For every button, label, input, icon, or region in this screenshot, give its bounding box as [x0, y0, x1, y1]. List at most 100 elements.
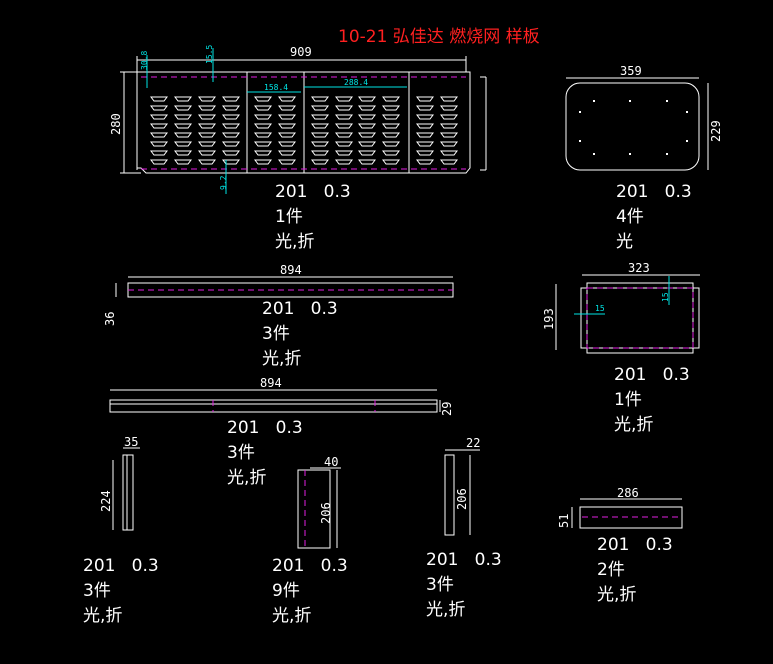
spec: 201 0.3 [616, 182, 692, 202]
slot [358, 159, 376, 165]
finish: 光,折 [262, 349, 302, 369]
slot [254, 96, 272, 102]
bracket-35-224-drawing: 35 224 [99, 435, 140, 531]
bracket-40-206-drawing: 40 206 [297, 455, 341, 549]
spec: 201 0.3 [83, 556, 159, 576]
main-panel-drawing: 909 280 158.4 288.4 30.8 15.5 9.2 [109, 45, 487, 194]
slot [335, 132, 353, 138]
slot [254, 123, 272, 129]
slot [222, 123, 240, 129]
slot [222, 132, 240, 138]
slot [382, 123, 400, 129]
slot [311, 105, 329, 111]
slot [198, 159, 216, 165]
slot [174, 123, 192, 129]
slot [254, 132, 272, 138]
slot [311, 123, 329, 129]
slot [222, 105, 240, 111]
dim-288-4: 288.4 [344, 78, 368, 87]
slot [440, 105, 458, 111]
slot [150, 132, 168, 138]
dim-894: 894 [280, 263, 302, 277]
slot [222, 96, 240, 102]
slot [174, 159, 192, 165]
slot [335, 114, 353, 120]
dim-280: 280 [109, 113, 123, 135]
slot [335, 159, 353, 165]
slot [440, 96, 458, 102]
dim-22: 22 [466, 436, 480, 450]
slot [358, 132, 376, 138]
slot [254, 150, 272, 156]
slot [278, 141, 296, 147]
slot [311, 96, 329, 102]
dim-15-left: 15 [595, 304, 605, 313]
slot [222, 114, 240, 120]
slot [440, 123, 458, 129]
slot [440, 132, 458, 138]
spec: 201 0.3 [597, 535, 673, 555]
slot [278, 150, 296, 156]
slot [222, 159, 240, 165]
dim-206-b: 206 [455, 488, 469, 510]
slot [358, 96, 376, 102]
slot [150, 114, 168, 120]
dim-30-8: 30.8 [140, 51, 149, 70]
finish: 光 [616, 232, 633, 252]
part-label-strip-894-36: 201 0.3 3件光,折 [262, 297, 338, 372]
slot [150, 96, 168, 102]
slot [416, 141, 434, 147]
slot [174, 96, 192, 102]
slot [278, 96, 296, 102]
dim-193: 193 [542, 308, 556, 330]
finish: 光,折 [83, 606, 123, 626]
rounded-plate-drawing: 359 229 [565, 64, 723, 171]
dim-323: 323 [628, 261, 650, 275]
slot [335, 123, 353, 129]
slot [335, 141, 353, 147]
dim-894-b: 894 [260, 376, 282, 390]
qty: 1件 [275, 207, 303, 227]
drawing-title: 10-21 弘佳达 燃烧网 样板 [338, 27, 540, 47]
slot [278, 105, 296, 111]
finish: 光,折 [597, 585, 637, 605]
dim-224: 224 [99, 490, 113, 512]
slot [150, 159, 168, 165]
dim-909: 909 [290, 45, 312, 59]
slot [358, 150, 376, 156]
strip-894-36-drawing: 894 36 [103, 263, 454, 326]
dim-359: 359 [620, 64, 642, 78]
slot [416, 150, 434, 156]
spec: 201 0.3 [426, 550, 502, 570]
qty: 3件 [83, 581, 111, 601]
slot [358, 123, 376, 129]
strip-286-51-drawing: 286 51 [557, 486, 683, 529]
slot [278, 114, 296, 120]
dim-286: 286 [617, 486, 639, 500]
slot [311, 114, 329, 120]
slot [174, 114, 192, 120]
slot [278, 159, 296, 165]
slot [311, 141, 329, 147]
finish: 光,折 [272, 606, 312, 626]
slot [335, 105, 353, 111]
qty: 1件 [614, 390, 642, 410]
qty: 2件 [597, 560, 625, 580]
dim-15-5: 15.5 [205, 45, 214, 64]
slot [335, 96, 353, 102]
finish: 光,折 [227, 468, 267, 488]
dim-15-top: 15 [661, 292, 670, 302]
qty: 3件 [262, 324, 290, 344]
dim-158-4: 158.4 [264, 83, 288, 92]
slot [382, 141, 400, 147]
slot [416, 159, 434, 165]
dim-9-2: 9.2 [219, 175, 228, 190]
slot [416, 96, 434, 102]
finish: 光,折 [614, 415, 654, 435]
spec: 201 0.3 [262, 299, 338, 319]
